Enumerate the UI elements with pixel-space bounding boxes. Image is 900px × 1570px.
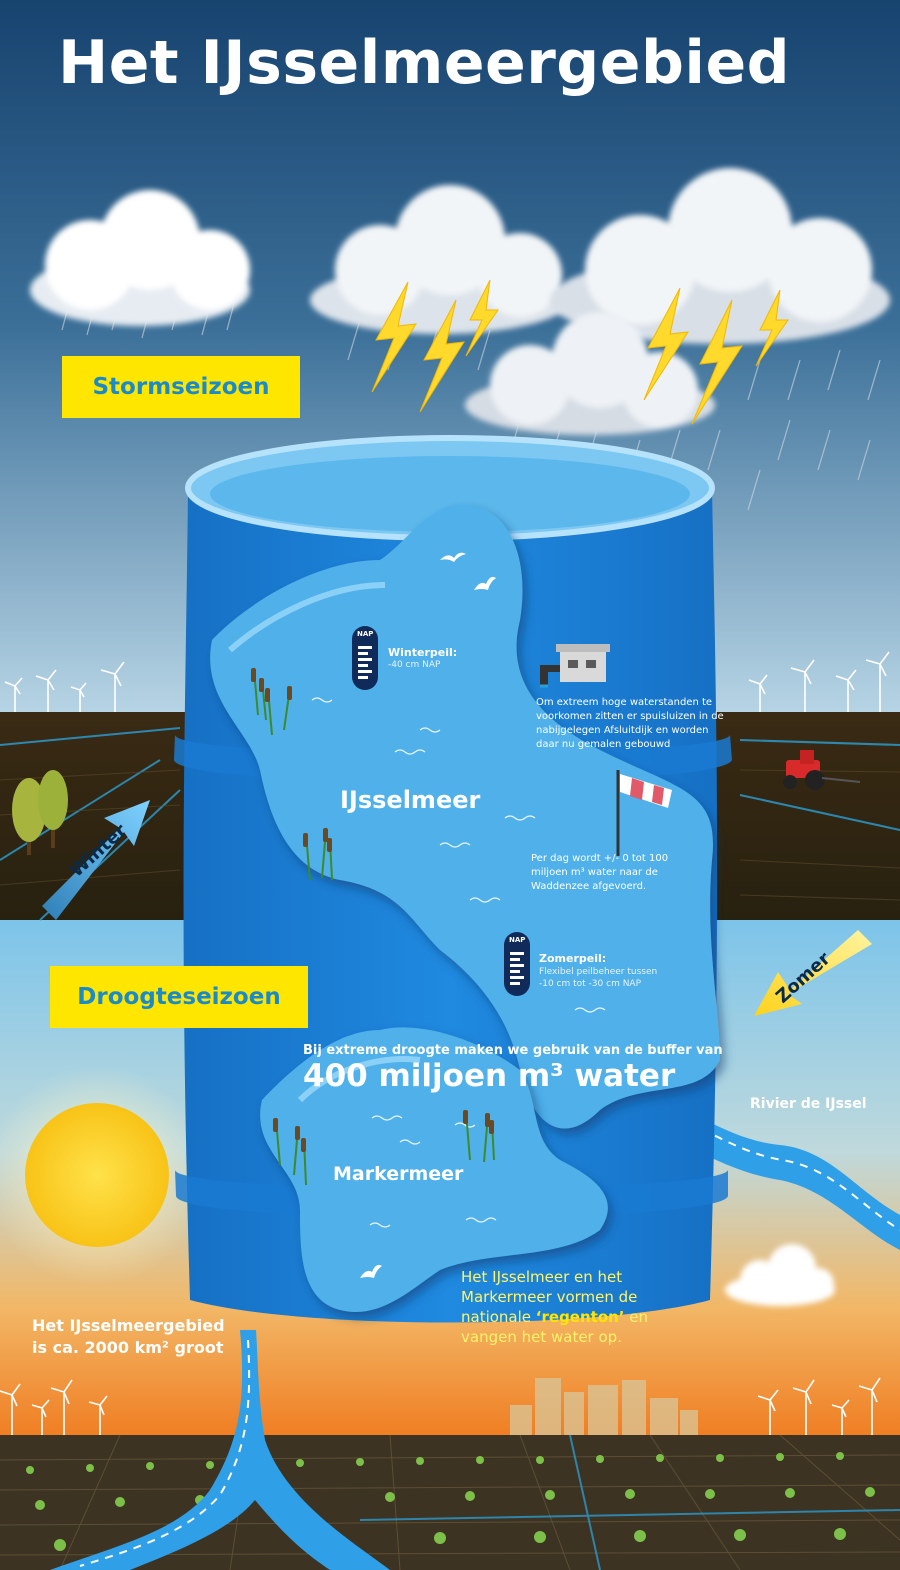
storm-season-label: Stormseizoen [62, 356, 300, 418]
area-info: Het IJsselmeergebied is ca. 2000 km² gro… [32, 1316, 225, 1357]
summer-field-ditches [359, 1434, 900, 1570]
summer-level-title: Zomerpeil: [539, 952, 607, 965]
cloud-icon-left [30, 190, 250, 326]
summer-level-value: Flexibel peilbeheer tussen -10 cm tot -3… [539, 967, 658, 989]
gauge-summer [504, 932, 530, 996]
discharge-info: Per dag wordt +/- 0 tot 100 miljoen m³ w… [531, 853, 669, 892]
cloud-icon-middle [310, 185, 570, 334]
buffer-amount: 400 miljoen m³ water [303, 1058, 676, 1094]
waves [311, 697, 606, 1228]
regenton-text-after: en vangen het water op. [461, 1308, 649, 1346]
regenton-text-before: Het IJsselmeer en het Markermeer vormen … [461, 1268, 638, 1326]
storm-season-text: Stormseizoen [92, 374, 270, 400]
regenton-info: Het IJsselmeer en het Markermeer vormen … [461, 1267, 671, 1347]
river-ijssel-flow [659, 1111, 900, 1231]
nap-label-summer: NAP [509, 936, 526, 944]
bird-icon [360, 552, 496, 1278]
gauge-winter [352, 626, 378, 690]
ijsselmeer-shore [228, 582, 386, 653]
windsock-icon [616, 770, 672, 856]
cloud-icon-summer [725, 1244, 835, 1306]
markermeer-shore [297, 1056, 421, 1103]
summer-arrow-icon [754, 930, 872, 1016]
wind-turbines-summer [0, 1377, 881, 1435]
tractor-icon [783, 750, 861, 790]
winter-arrow-icon [42, 800, 150, 920]
lightning-icon [371, 279, 789, 425]
river-label: Rivier de IJssel [750, 1096, 867, 1112]
markermeer-label: Markermeer [333, 1163, 464, 1185]
crop-sprouts [26, 1452, 875, 1551]
tree-icon [12, 770, 68, 855]
cloud-icon-right [550, 168, 890, 344]
nap-label-winter: NAP [357, 630, 374, 638]
reed-icon [251, 668, 495, 1186]
winter-level-title: Winterpeil: [388, 646, 458, 659]
winter-level-value: -40 cm NAP [388, 660, 441, 670]
city-skyline [510, 1378, 698, 1435]
page-title: Het IJsselmeergebied [58, 28, 791, 98]
regenton-highlight: ‘regenton’ [535, 1308, 625, 1326]
pumping-station-icon [540, 644, 610, 688]
drought-season-label: Droogteseizoen [50, 966, 308, 1028]
cloud-icon-storm [465, 312, 715, 435]
ijsselmeer-label: IJsselmeer [340, 786, 481, 814]
lake-ijsselmeer [210, 504, 720, 1129]
wind-turbines-winter [4, 651, 890, 712]
lake-markermeer [260, 1027, 608, 1312]
sluices-info: Om extreem hoge waterstanden te voorkome… [536, 697, 724, 750]
river-outflow [50, 1330, 390, 1570]
drought-season-text: Droogteseizoen [77, 984, 281, 1010]
sun-icon [25, 1103, 169, 1247]
buffer-intro: Bij extreme droogte maken we gebruik van… [303, 1043, 723, 1058]
